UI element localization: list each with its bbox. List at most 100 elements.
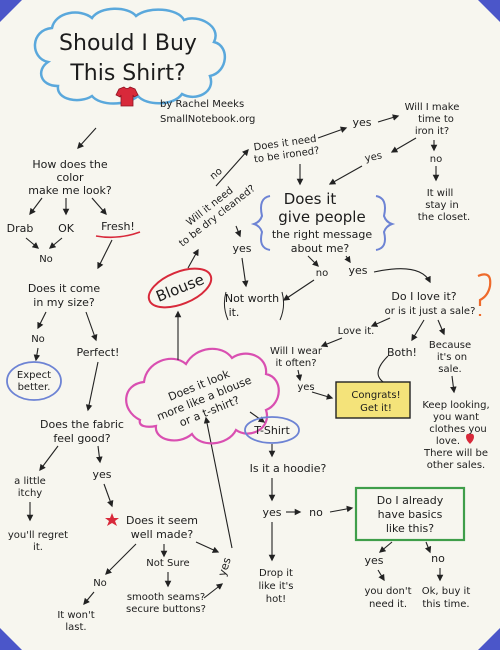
made-question-1: Does it seem bbox=[126, 514, 198, 527]
arrow-fabric-to-itchy bbox=[39, 445, 59, 472]
basics-box bbox=[354, 486, 466, 542]
arrow-drab-to-no bbox=[25, 237, 40, 249]
arrow-yes-to-iron-time bbox=[377, 114, 400, 123]
wear-question-1: Will I wear bbox=[270, 346, 323, 357]
closet-3: the closet. bbox=[418, 212, 470, 223]
answer-no-iron: no bbox=[430, 154, 442, 165]
answer-both: Both! bbox=[387, 346, 417, 359]
arrow-wear-to-yes bbox=[295, 369, 303, 382]
arrow-no-to-expect bbox=[33, 347, 41, 362]
arrow-yes-to-blouse-question bbox=[203, 416, 233, 549]
wont-last-2: last. bbox=[65, 622, 86, 633]
title-line-1: Should I Buy bbox=[59, 31, 197, 56]
basics-question-1: Do I already bbox=[377, 494, 444, 507]
keep-looking-6: other sales. bbox=[427, 460, 485, 471]
arrow-no-to-notworth bbox=[282, 279, 315, 301]
congrats-1: Congrats! bbox=[351, 390, 400, 401]
iron-question-2: time to bbox=[418, 114, 454, 125]
answer-not-sure: Not Sure bbox=[146, 558, 189, 569]
answer-no-hoodie: no bbox=[309, 506, 323, 519]
wont-last-1: It won't bbox=[57, 610, 94, 621]
fabric-question-2: feel good? bbox=[53, 432, 110, 445]
arrow-yes-to-love bbox=[373, 268, 431, 284]
arrow-love-to-both bbox=[411, 319, 425, 342]
message-question-2: give people bbox=[278, 208, 365, 226]
arrow-no-to-basics bbox=[329, 505, 354, 513]
arrow-no-to-last bbox=[83, 591, 95, 606]
arrow-ok-to-no bbox=[48, 237, 63, 249]
answer-no-basics: no bbox=[431, 552, 445, 565]
answer-yes-fabric: yes bbox=[92, 468, 111, 481]
drop-it-2: like it's bbox=[259, 581, 294, 592]
dont-need-2: need it. bbox=[369, 599, 407, 610]
answer-yes-basics: yes bbox=[364, 554, 383, 567]
wear-question-2: it often? bbox=[275, 358, 316, 369]
arrow-basics-to-no bbox=[424, 541, 432, 554]
answer-perfect: Perfect! bbox=[77, 346, 120, 359]
answer-yes-dry: yes bbox=[232, 242, 251, 255]
regret-1: you'll regret bbox=[8, 530, 68, 541]
message-right-brace bbox=[375, 195, 396, 251]
arrow-dry-to-yes bbox=[234, 225, 242, 238]
message-left-brace bbox=[250, 195, 271, 251]
size-question-1: Does it come bbox=[28, 282, 101, 295]
answer-yes-hoodie: yes bbox=[262, 506, 281, 519]
arrow-love-to-loveit bbox=[370, 317, 391, 327]
arrow-message-to-yes bbox=[344, 255, 351, 264]
love-question-1: Do I love it? bbox=[391, 290, 456, 303]
color-question-1: How does the bbox=[32, 158, 107, 171]
drop-it-1: Drop it bbox=[259, 568, 293, 579]
blouse-bubble bbox=[147, 267, 213, 309]
arrow-made-to-no bbox=[105, 543, 137, 575]
answer-yes-made: yes bbox=[216, 556, 234, 578]
answer-drab: Drab bbox=[7, 222, 34, 235]
love-question-2: or is it just a sale? bbox=[385, 306, 476, 317]
answer-itchy-1: a little bbox=[14, 476, 46, 487]
regret-2: it. bbox=[33, 542, 43, 553]
heart-icon bbox=[466, 433, 474, 444]
arrow-to-drab bbox=[29, 197, 43, 216]
color-question-2: color bbox=[56, 171, 84, 184]
iron-question-3: iron it? bbox=[415, 126, 449, 137]
answer-fresh: Fresh! bbox=[101, 220, 135, 233]
keep-looking-5: There will be bbox=[423, 448, 488, 459]
arrow-iron-to-yes bbox=[390, 137, 417, 153]
message-question-1: Does it bbox=[284, 190, 337, 208]
not-worth-1: Not worth bbox=[225, 292, 279, 305]
arrow-ironed-to-yes bbox=[317, 126, 348, 139]
arrow-title-to-color bbox=[77, 127, 97, 149]
answer-itchy-2: itchy bbox=[18, 488, 43, 499]
hoodie-question: Is it a hoodie? bbox=[250, 462, 327, 475]
arrow-message-to-no bbox=[307, 255, 319, 267]
expect-better-1: Expect bbox=[17, 370, 51, 381]
keep-looking-2: you want bbox=[433, 412, 479, 423]
arrow-yes-to-congrats bbox=[311, 391, 334, 400]
answer-ok: OK bbox=[58, 222, 75, 235]
corner-bottom-right bbox=[478, 628, 500, 650]
arrow-yes-to-dontneed bbox=[377, 569, 385, 582]
answer-no-size: No bbox=[31, 334, 45, 345]
arrow-size-to-perfect bbox=[85, 311, 98, 342]
arrow-because-to-keep bbox=[450, 375, 457, 394]
buy-it-2: this time. bbox=[422, 599, 469, 610]
answer-no-color: No bbox=[39, 254, 53, 265]
expect-better-2: better. bbox=[18, 382, 51, 393]
basics-question-2: have basics bbox=[378, 508, 443, 521]
expect-better-bubble bbox=[6, 361, 62, 401]
answer-yes-iron: yes bbox=[364, 150, 383, 164]
closet-2: stay in bbox=[425, 200, 458, 211]
basics-question-3: like this? bbox=[386, 522, 434, 535]
tshirt-bubble bbox=[244, 416, 300, 444]
corner-top-right bbox=[478, 0, 500, 22]
congrats-2: Get it! bbox=[360, 403, 392, 414]
closet-1: It will bbox=[427, 188, 454, 199]
arrow-yes-to-notworth bbox=[241, 257, 249, 288]
message-question-4: about me? bbox=[291, 242, 350, 255]
keep-looking-1: Keep looking, bbox=[422, 400, 489, 411]
seams-question-2: secure buttons? bbox=[126, 604, 206, 615]
arrow-fabric-to-yes bbox=[96, 445, 103, 464]
answer-yes-message: yes bbox=[348, 264, 367, 277]
arrow-loveit-to-wear bbox=[320, 337, 343, 348]
